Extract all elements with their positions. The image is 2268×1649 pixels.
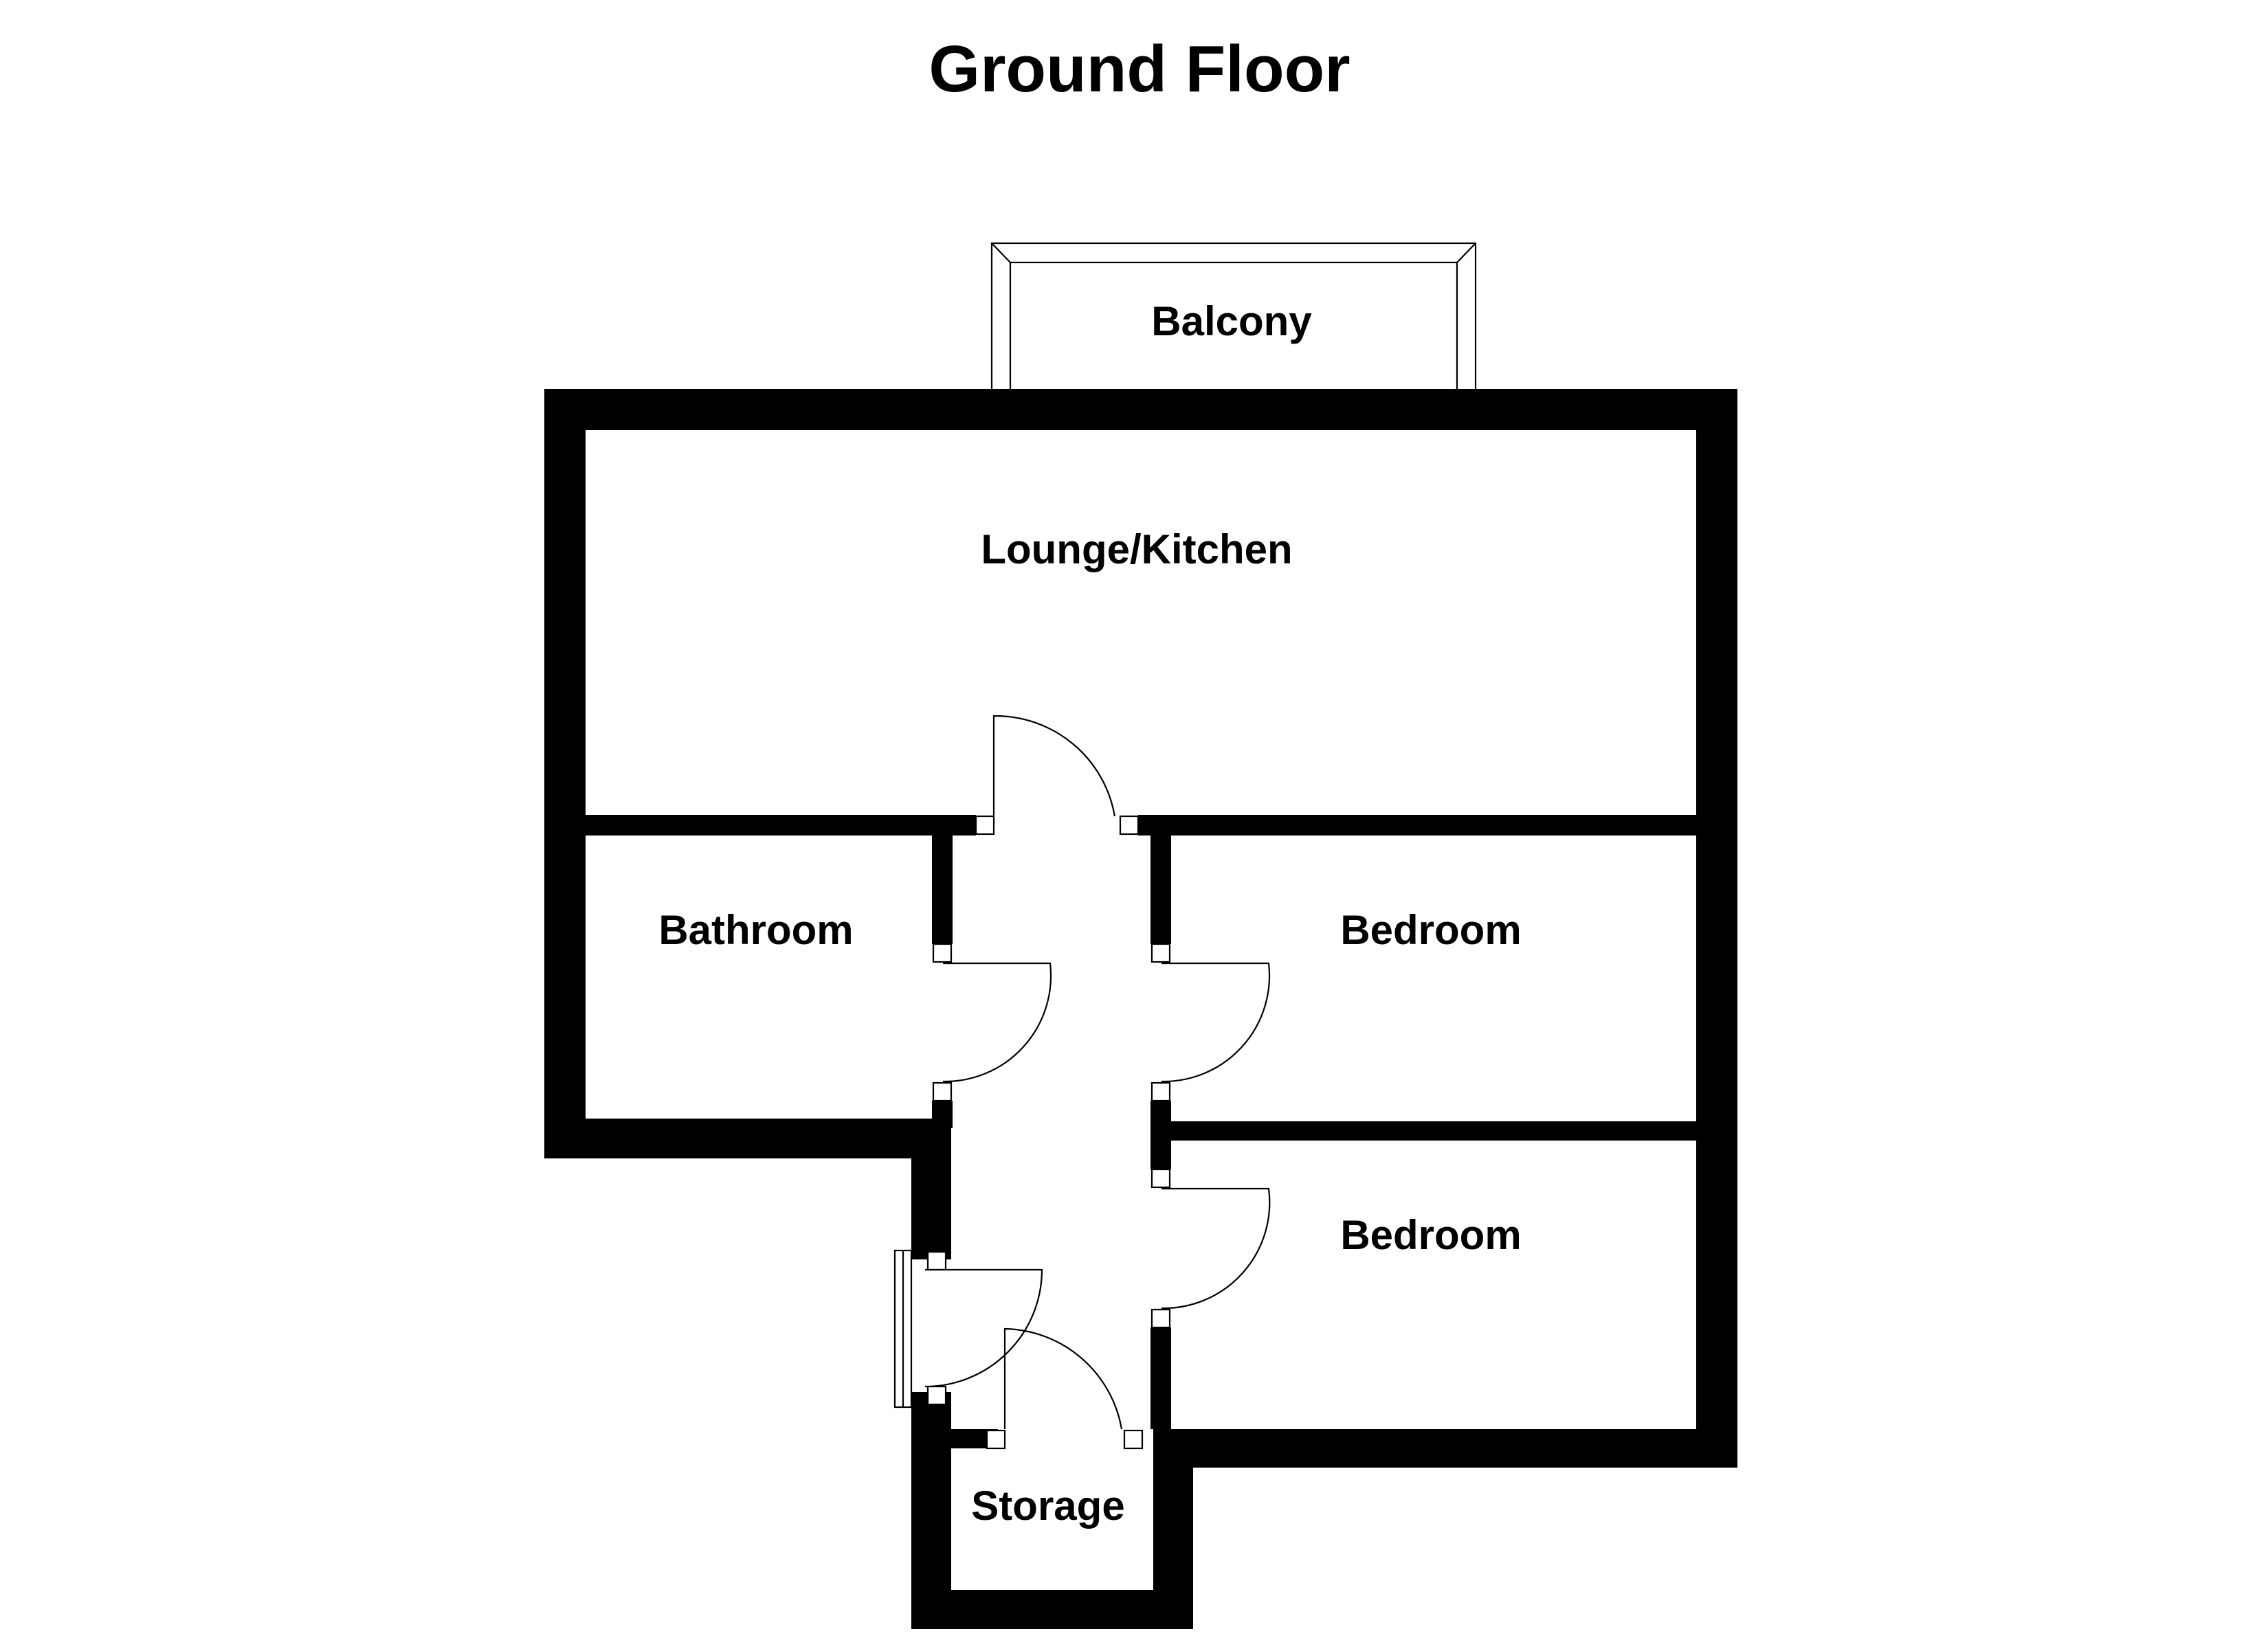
wall-bathroom-right-lower — [932, 1101, 953, 1128]
jamb-bedroom2-top — [1150, 1168, 1171, 1189]
wall-bathroom-right-upper — [932, 835, 953, 944]
wall-bathroom-bottom — [544, 1119, 951, 1158]
exterior-walls — [544, 389, 1737, 1629]
balcony-corner-line-left — [991, 243, 1011, 263]
room-label-bedroom-1: Bedroom — [1340, 907, 1521, 953]
jamb-lounge-right — [1119, 815, 1139, 835]
wall-right — [1696, 389, 1737, 1468]
jamb-lounge-left — [975, 815, 995, 835]
wall-bedroom1-left-upper — [1150, 835, 1171, 944]
room-label-bathroom: Bathroom — [658, 907, 853, 953]
wall-bedroom2-left — [1150, 1327, 1171, 1429]
jamb-entrance-bottom — [926, 1385, 947, 1406]
interior-walls — [586, 815, 1696, 1448]
wall-lounge-left-partition — [586, 815, 976, 835]
jamb-bedroom2-bottom — [1150, 1308, 1171, 1329]
jamb-storage-left — [986, 1429, 1006, 1450]
room-labels: Balcony Lounge/Kitchen Bathroom Bedroom … — [658, 298, 1521, 1529]
door-jambs — [926, 815, 1171, 1450]
balcony-inner-line — [1009, 261, 1458, 389]
jamb-storage-right — [1123, 1429, 1144, 1450]
balcony — [990, 242, 1477, 389]
wall-storage-bottom — [911, 1590, 1193, 1629]
floor-title: Ground Floor — [929, 32, 1350, 106]
jamb-bedroom1-bottom — [1150, 1081, 1171, 1102]
jamb-bedroom1-top — [1150, 943, 1171, 963]
door-swings — [893, 715, 1271, 1430]
wall-bedroom1-left-lower — [1150, 1101, 1171, 1169]
jamb-entrance-top — [926, 1250, 947, 1271]
door-lounge — [992, 715, 1116, 817]
door-bathroom — [942, 962, 1052, 1083]
wall-storage-left — [911, 1392, 951, 1629]
door-storage — [1003, 1327, 1123, 1430]
wall-hall-left-lower — [911, 1119, 951, 1259]
wall-top — [544, 389, 1737, 430]
balcony-outer-line — [990, 242, 1477, 389]
room-label-storage: Storage — [971, 1483, 1124, 1529]
room-label-bedroom-2: Bedroom — [1340, 1212, 1521, 1258]
jamb-bathroom-top — [932, 943, 953, 963]
wall-left — [544, 389, 586, 1158]
room-label-balcony: Balcony — [1151, 298, 1312, 344]
door-entrance — [924, 1268, 1043, 1388]
wall-bedroom-divider — [1171, 1121, 1696, 1141]
door-bedroom-2 — [1161, 1187, 1271, 1310]
jamb-bathroom-bottom — [932, 1081, 953, 1102]
door-bedroom-1 — [1161, 962, 1271, 1083]
wall-bedroom2-bottom — [1153, 1429, 1737, 1468]
wall-lounge-right-partition — [1138, 815, 1696, 835]
room-label-lounge-kitchen: Lounge/Kitchen — [981, 526, 1292, 572]
balcony-corner-line-right — [1456, 243, 1476, 263]
